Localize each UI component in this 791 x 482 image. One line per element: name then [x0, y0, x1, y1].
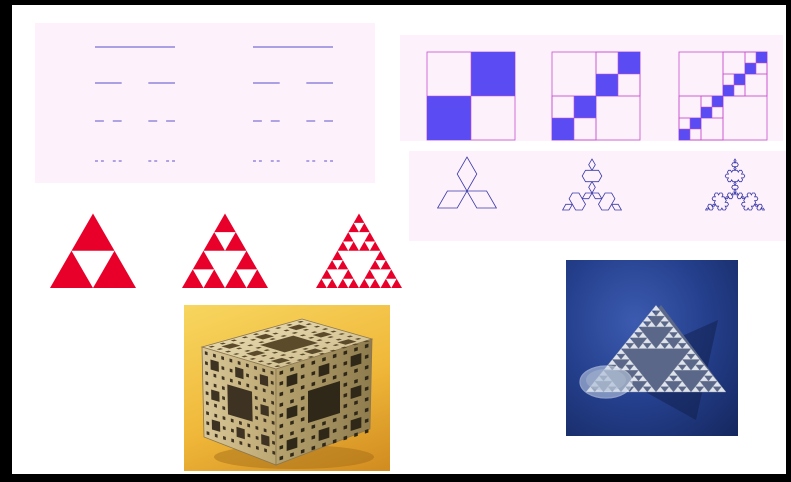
filled-square — [723, 85, 734, 96]
filled-square — [690, 118, 701, 129]
filled-square — [618, 52, 640, 74]
square-fractal-stage — [552, 52, 640, 140]
cantor-set-panel — [35, 23, 375, 183]
filled-square — [471, 52, 515, 96]
sierpinski-triangle-diagram — [32, 213, 402, 293]
menger-sponge-photo — [184, 305, 390, 471]
filled-square — [734, 74, 745, 85]
square-fractal-stage — [427, 52, 515, 140]
square-fractal-diagram — [400, 35, 783, 141]
filled-square — [745, 63, 756, 74]
filled-square — [679, 129, 690, 140]
filled-square — [574, 96, 596, 118]
koch-panel — [409, 151, 789, 241]
sierpinski-stage — [50, 214, 136, 288]
filled-square — [712, 96, 723, 107]
menger-sponge-image — [184, 305, 390, 471]
filled-square — [427, 96, 471, 140]
koch-curve — [563, 159, 622, 210]
square-fractal-panel — [400, 35, 783, 141]
filled-square — [552, 118, 574, 140]
koch-snowflake-diagram — [409, 151, 789, 241]
sierpinski-stage — [316, 214, 402, 288]
sierpinski-tetrahedron-image — [566, 260, 738, 436]
sierpinski-tetrahedron-photo — [566, 260, 738, 436]
koch-curve — [438, 157, 497, 208]
filled-square — [701, 107, 712, 118]
filled-square — [596, 74, 618, 96]
sierpinski-stage — [182, 214, 268, 288]
square-fractal-stage — [679, 52, 767, 140]
koch-curve — [706, 159, 765, 210]
cantor-set-diagram — [35, 23, 375, 183]
filled-square — [756, 52, 767, 63]
